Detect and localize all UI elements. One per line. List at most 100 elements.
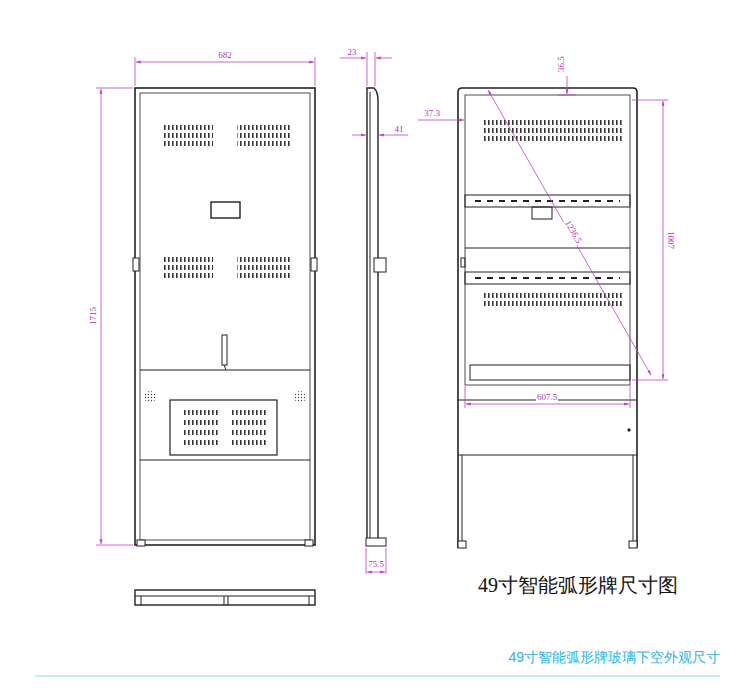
- dimension-lines: [96, 545, 133, 546]
- dimension-lines: [418, 76, 668, 408]
- back-view: [305, 540, 313, 546]
- front-view: [532, 207, 552, 219]
- dimension-lines: [352, 135, 366, 136]
- back-view: [170, 400, 277, 455]
- dimension-lines: [136, 62, 314, 63]
- back-view: [230, 410, 268, 415]
- front-view: [458, 88, 637, 548]
- side-view: [366, 88, 386, 546]
- side-view: [370, 92, 371, 541]
- back-view: [163, 133, 213, 138]
- front-view: [475, 200, 620, 202]
- dimension-lines: [96, 88, 133, 89]
- dimension-lines: [488, 90, 651, 375]
- plan-view: [228, 596, 229, 605]
- front-view: [465, 248, 630, 249]
- front-view: [461, 258, 465, 267]
- back-view: [137, 540, 145, 546]
- front-view: [458, 455, 637, 456]
- front-view: [465, 272, 630, 284]
- back-view: [230, 430, 268, 435]
- dimension-value: 37.3: [423, 109, 441, 118]
- front-view: [462, 455, 463, 548]
- plan-view: [135, 596, 315, 597]
- back-view: [211, 202, 240, 218]
- back-view: [140, 460, 310, 461]
- front-view: [629, 541, 637, 548]
- dimension-lines: [663, 101, 664, 379]
- back-view: [133, 258, 139, 271]
- dimension-lines: [315, 57, 316, 86]
- back-view: [163, 141, 213, 146]
- dimension-lines: [101, 89, 102, 544]
- dimension-value: 41: [394, 125, 405, 134]
- side-view: [367, 88, 378, 545]
- front-view: [470, 365, 630, 380]
- front-view: [484, 293, 622, 298]
- dimension-value: 1236.5: [562, 218, 583, 246]
- dimension-lines: [340, 52, 408, 574]
- back-view: [163, 273, 213, 278]
- back-view: [163, 257, 213, 262]
- front-view: [633, 455, 634, 548]
- dimension-lines: [630, 386, 631, 408]
- dimension-lines: [632, 100, 668, 101]
- side-view: [366, 538, 386, 546]
- dimension-lines: [567, 76, 568, 94]
- dimension-value: 1715: [89, 306, 98, 326]
- back-view: [230, 420, 268, 425]
- back-view: [294, 391, 306, 403]
- back-view: [135, 88, 315, 545]
- plan-view: [309, 596, 310, 605]
- front-view: [458, 88, 637, 548]
- back-view: [140, 93, 310, 540]
- drawing-caption: 49寸智能弧形牌尺寸图: [478, 575, 678, 595]
- section-title: 49寸智能弧形牌玻璃下空外观尺寸: [508, 650, 720, 664]
- dimension-lines: [375, 52, 376, 86]
- dimension-lines: [418, 120, 464, 121]
- front-view: [484, 120, 622, 125]
- back-view: [224, 365, 226, 370]
- dimension-lines: [466, 404, 629, 405]
- front-view: [484, 136, 622, 141]
- dimension-lines: [340, 58, 366, 59]
- back-view: [237, 273, 290, 278]
- dimension-lines: [367, 52, 368, 86]
- front-view: [465, 95, 630, 385]
- back-view: [163, 265, 213, 270]
- back-view: [237, 257, 290, 262]
- back-view: [222, 335, 227, 365]
- back-view: [133, 88, 317, 546]
- back-view: [311, 258, 317, 271]
- back-view: [237, 141, 290, 146]
- front-view: [484, 128, 622, 133]
- back-view: [144, 391, 156, 403]
- dimension-lines: [465, 386, 466, 408]
- dimension-lines: [376, 58, 392, 59]
- dimension-lines: [632, 380, 668, 381]
- back-view: [230, 440, 268, 445]
- dimension-value: 682: [217, 51, 233, 60]
- front-view: [628, 429, 630, 431]
- dimension-lines: [386, 548, 387, 574]
- dimension-lines: [379, 135, 408, 136]
- dimension-value: 23: [347, 48, 358, 57]
- plan-view: [224, 596, 225, 605]
- back-view: [237, 265, 290, 270]
- dimension-value: 607.5: [536, 393, 558, 402]
- side-view: [374, 258, 386, 272]
- back-view: [163, 125, 213, 130]
- dimension-value: 36.5: [557, 55, 566, 73]
- plan-view: [135, 590, 315, 605]
- front-view: [458, 541, 466, 548]
- dimension-lines: [367, 572, 385, 573]
- front-view: [475, 277, 620, 279]
- front-view: [484, 301, 622, 306]
- dimension-lines: [135, 57, 136, 86]
- title-rule: [35, 676, 720, 677]
- back-view: [140, 370, 310, 371]
- back-view: [237, 133, 290, 138]
- back-view: [237, 125, 290, 130]
- dimension-value: 1007: [666, 230, 675, 250]
